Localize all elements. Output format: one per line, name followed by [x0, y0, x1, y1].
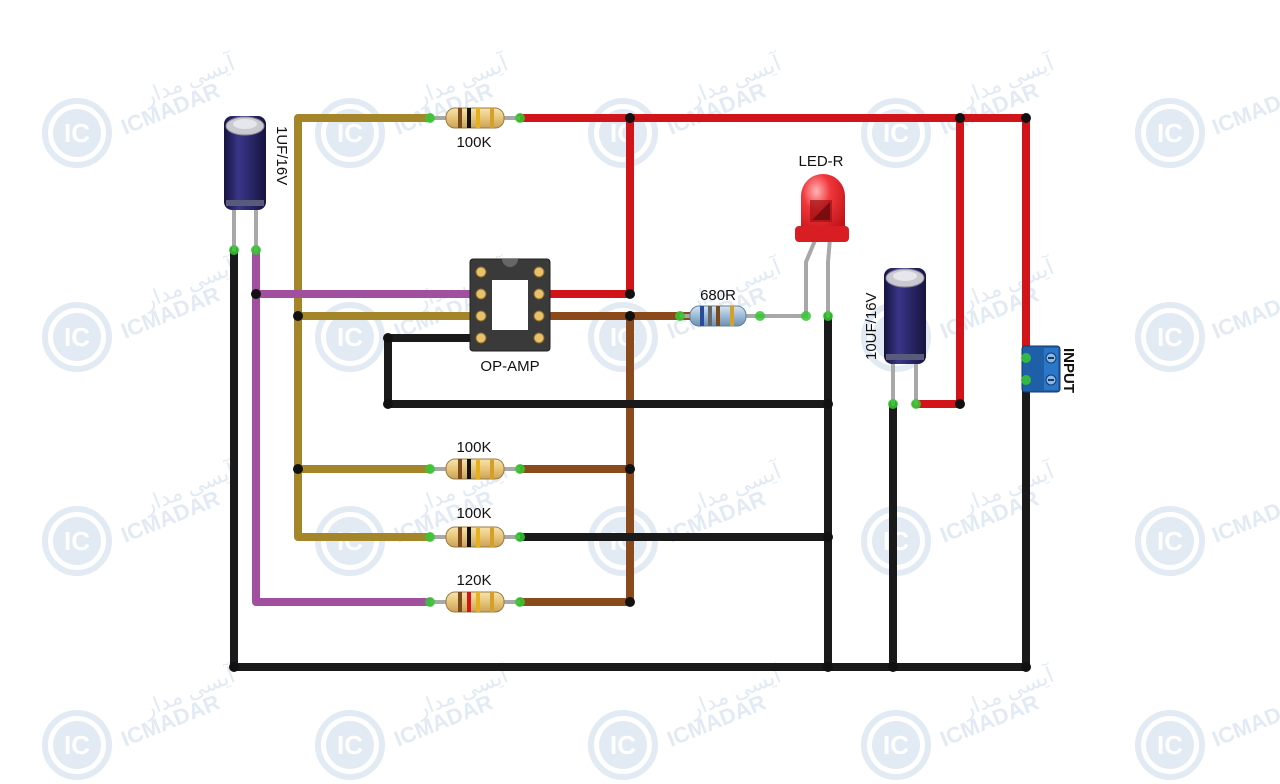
watermark-logo: IC ICMADAR [1135, 282, 1280, 372]
watermark-logo-text: IC [64, 526, 90, 556]
watermark-logo: IC ICMADAR آیسی مدار [315, 661, 512, 780]
input-label: INPUT [1060, 348, 1077, 393]
watermark-logo-text: IC [337, 730, 363, 760]
watermark-logo-text: IC [64, 118, 90, 148]
wire-gold [294, 114, 474, 541]
resistor-100k-top: 100K [430, 107, 520, 151]
wire-junctions [229, 113, 1031, 672]
resistor-120k-bottom: 120K [430, 572, 520, 613]
watermark-logo: IC ICMADAR آیسی مدار [588, 457, 785, 576]
resistor-100k-mid2: 100K [430, 505, 520, 548]
wire-brown [516, 312, 694, 606]
watermark-logo-text: IC [883, 730, 909, 760]
watermark-logo-text: IC [337, 118, 363, 148]
capacitor-10uf: 10UF/16V [863, 268, 926, 364]
capacitor-label: 10UF/16V [863, 292, 880, 360]
watermark-logo: IC ICMADAR آیسی مدار [42, 661, 239, 780]
watermark-logo: IC ICMADAR آیسی مدار [42, 253, 239, 372]
watermark-logo-text: IC [1157, 118, 1183, 148]
watermark-logo-text: IC [64, 322, 90, 352]
opamp-socket: OP-AMP [469, 258, 551, 375]
wire-black [230, 246, 1030, 671]
resistor-label: 100K [456, 134, 491, 151]
resistor-100k-mid1: 100K [430, 439, 520, 480]
watermark-brand: ICMADAR [1209, 78, 1280, 140]
watermark-logo: IC ICMADAR آیسی مدار [42, 457, 239, 576]
input-terminal: INPUT [1021, 345, 1077, 393]
watermark-logo: IC ICMADAR آیسی مدار [588, 49, 785, 168]
watermark-logo: IC ICMADAR [1135, 78, 1280, 168]
watermark-logo: IC ICMADAR [1135, 690, 1280, 780]
opamp-label: OP-AMP [480, 358, 539, 375]
watermark-logo: IC ICMADAR آیسی مدار [588, 253, 785, 372]
watermark-logo-text: IC [1157, 730, 1183, 760]
capacitor-1uf: 1UF/16V [224, 116, 290, 210]
watermark-logo-text: IC [64, 730, 90, 760]
watermark-brand: ICMADAR [1209, 282, 1280, 344]
watermark-logo: IC ICMADAR آیسی مدار [588, 661, 785, 780]
watermark-logo-text: IC [610, 730, 636, 760]
watermark-logo: IC ICMADAR [1135, 486, 1280, 576]
component-leads [232, 206, 918, 406]
resistor-label: 120K [456, 572, 491, 589]
led-red: LED-R [795, 153, 849, 242]
watermark-logo: IC ICMADAR آیسی مدار [861, 661, 1058, 780]
watermark-logo-text: IC [883, 118, 909, 148]
watermark-logo-text: IC [1157, 526, 1183, 556]
capacitor-label: 1UF/16V [273, 126, 290, 185]
led-label: LED-R [798, 153, 843, 170]
connection-nodes [229, 113, 1031, 607]
wire-purple [252, 246, 474, 606]
watermark-logo: IC ICMADAR آیسی مدار [42, 49, 239, 168]
watermark-logo-text: IC [1157, 322, 1183, 352]
resistor-label: 100K [456, 505, 491, 522]
resistor-680r: 680R [680, 287, 760, 327]
watermark-brand: ICMADAR [1209, 486, 1280, 548]
resistor-label: 100K [456, 439, 491, 456]
watermark-brand: ICMADAR [1209, 690, 1280, 752]
resistor-label: 680R [700, 287, 736, 304]
watermark-logo-text: IC [337, 322, 363, 352]
